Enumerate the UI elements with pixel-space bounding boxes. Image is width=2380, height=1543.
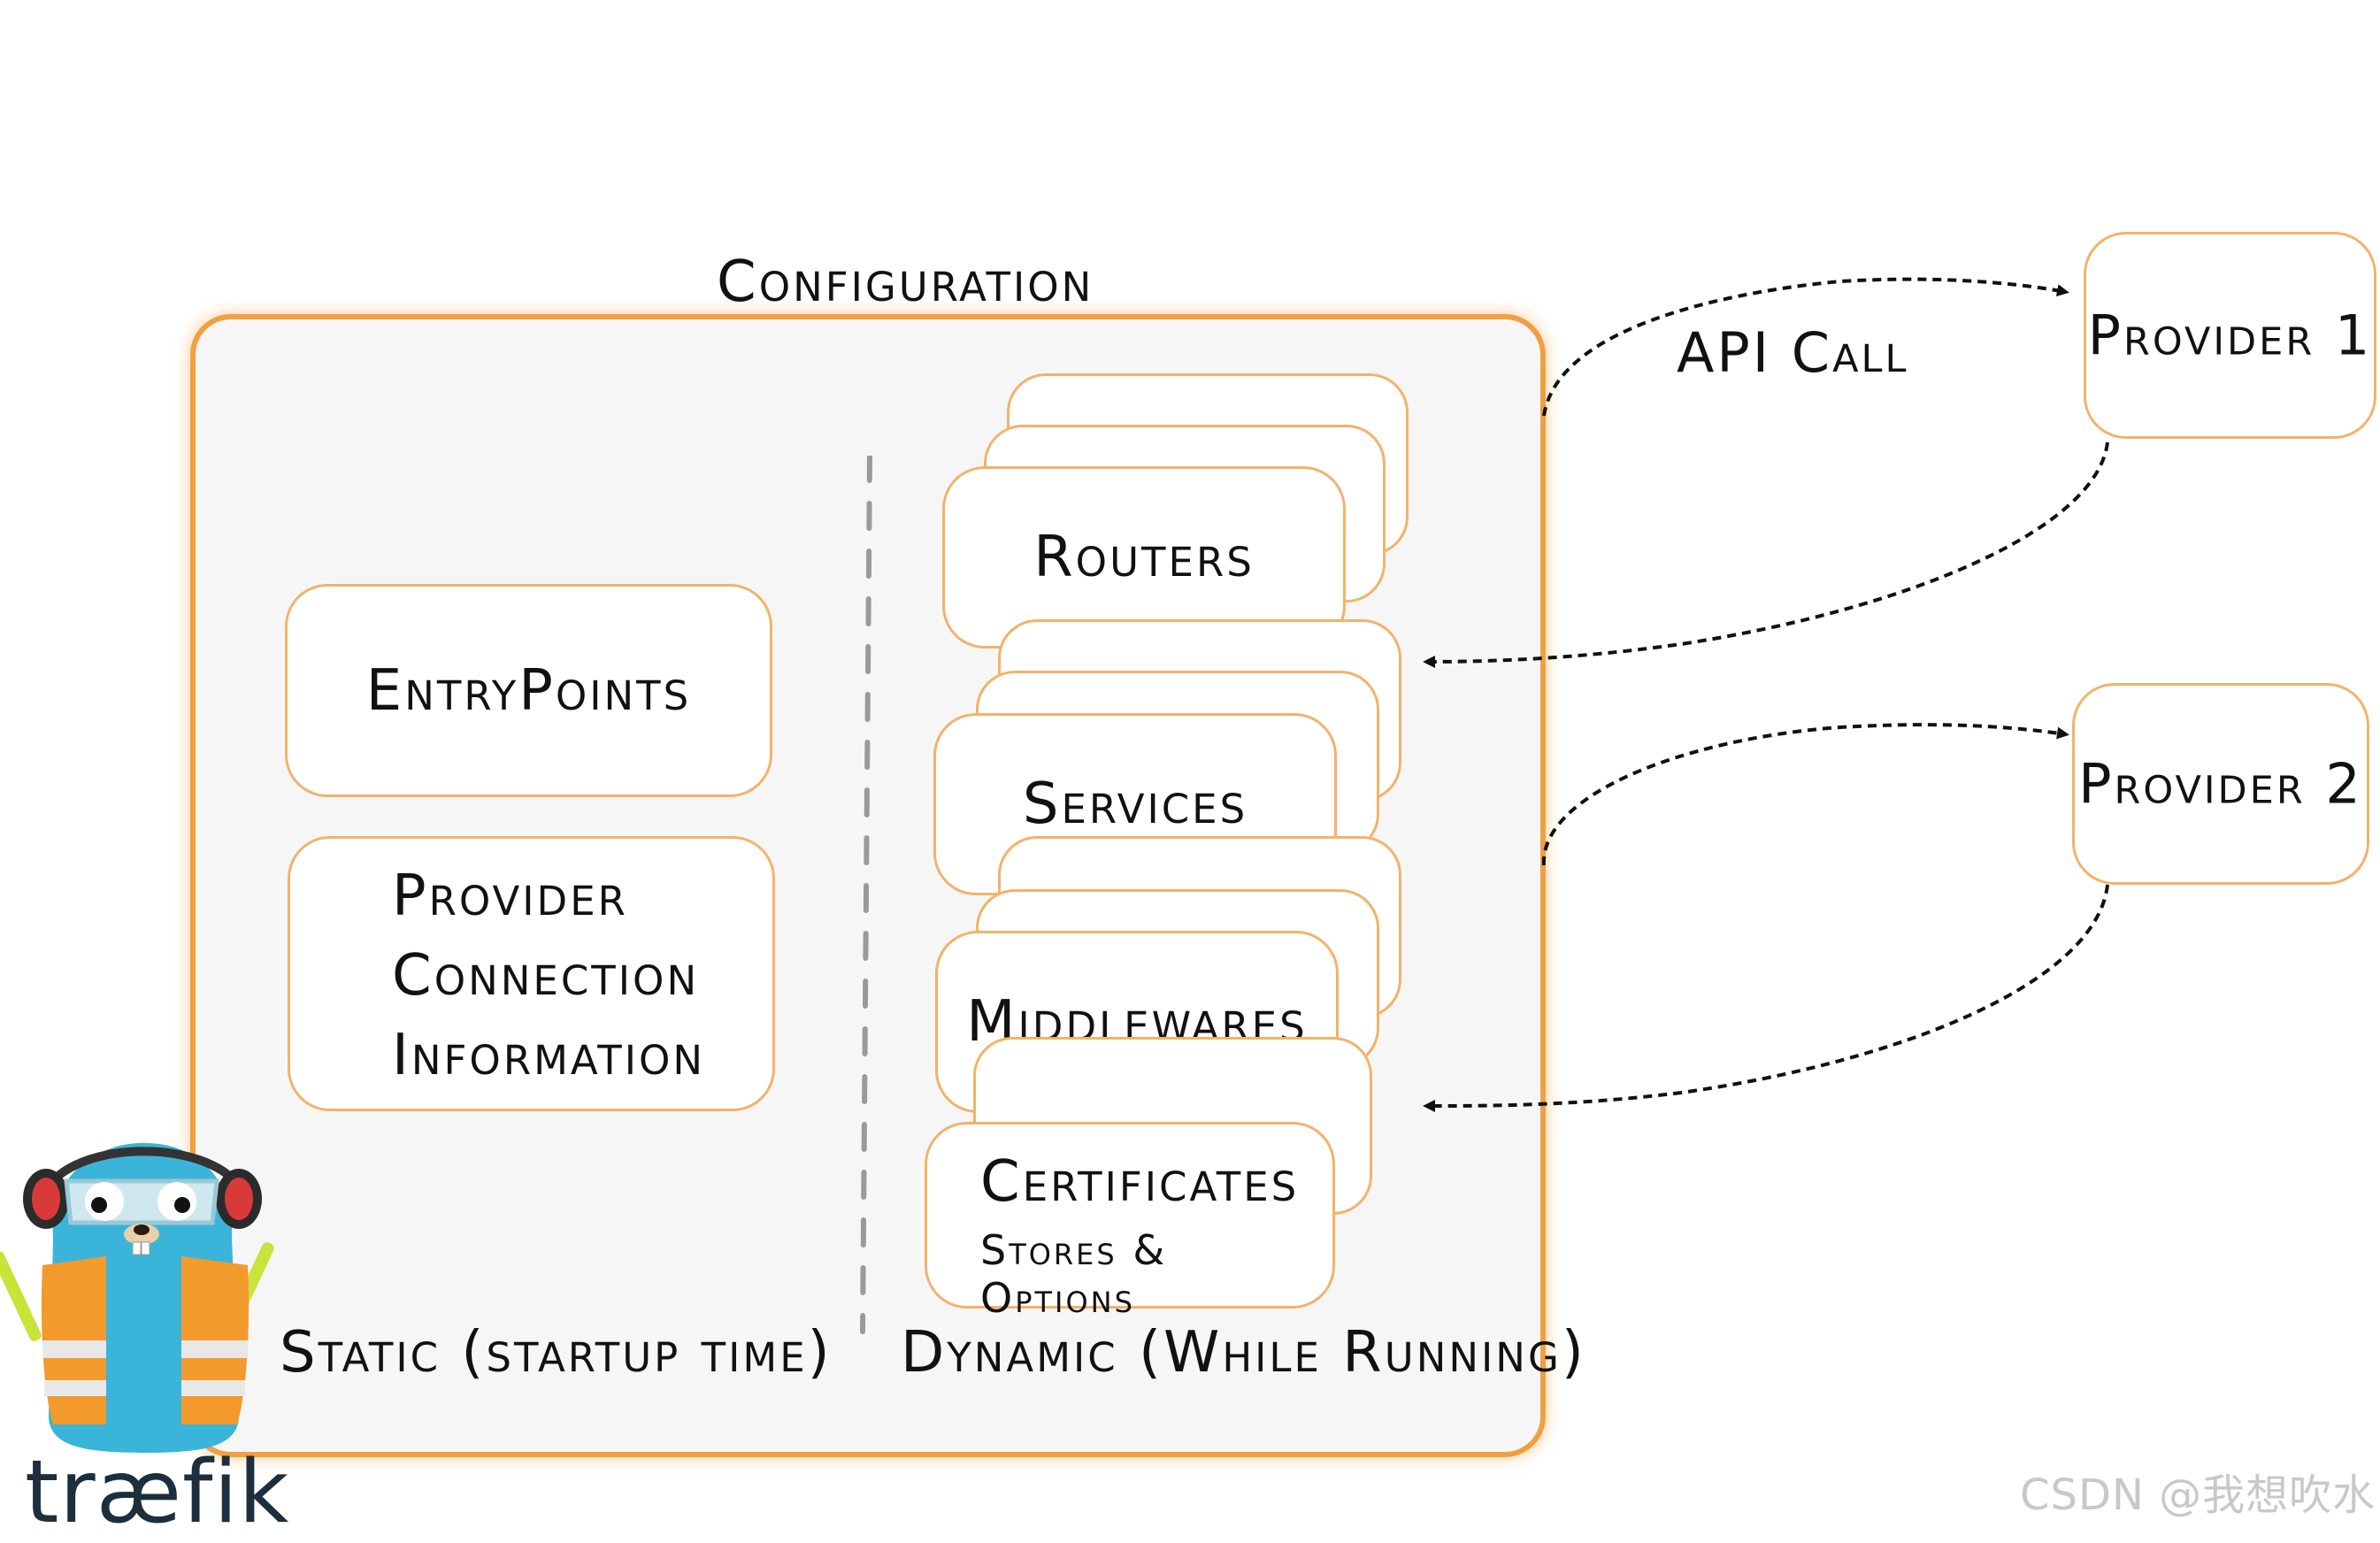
provider-2-box: Provider 2 <box>2072 683 2369 885</box>
configuration-title: Configuration <box>717 249 1094 315</box>
routers-label: Routers <box>1033 525 1255 590</box>
provider-connection-line-1: Provider <box>392 864 628 929</box>
routers-card: Routers <box>942 466 1346 649</box>
response-arrow-1 <box>1423 441 2109 668</box>
provider-connection-card: Provider Connection Information <box>288 836 775 1111</box>
certificates-sublabel: Stores & Options <box>980 1226 1168 1322</box>
dynamic-caption: Dynamic (While Running) <box>901 1320 1586 1386</box>
services-label: Services <box>1022 772 1248 837</box>
provider-connection-line-3: Information <box>392 1023 706 1088</box>
gopher-mascot <box>0 1142 274 1453</box>
entrypoints-label: EntryPoints <box>365 657 692 724</box>
provider-connection-label: Provider Connection Information <box>392 856 705 1095</box>
api-call-arrow-1 <box>1542 277 2069 417</box>
certificates-card: Certificates Stores & Options <box>925 1122 1335 1322</box>
api-call-arrow-2 <box>1541 723 2069 866</box>
provider-1-label: Provider 1 <box>2087 303 2373 368</box>
api-call-label: API Call <box>1677 320 1909 385</box>
static-dynamic-separator <box>860 456 872 1334</box>
response-arrow-2 <box>1423 884 2109 1112</box>
certificates-label: Certificates <box>980 1149 1300 1215</box>
provider-1-box: Provider 1 <box>2084 232 2376 439</box>
traefik-logo: træfik <box>25 1442 290 1543</box>
static-caption: Static (startup time) <box>280 1320 833 1386</box>
csdn-watermark: CSDN @我想吹水 <box>2020 1470 2376 1520</box>
entrypoints-card: EntryPoints <box>285 584 772 797</box>
provider-connection-line-2: Connection <box>392 943 700 1009</box>
provider-2-label: Provider 2 <box>2078 751 2363 817</box>
